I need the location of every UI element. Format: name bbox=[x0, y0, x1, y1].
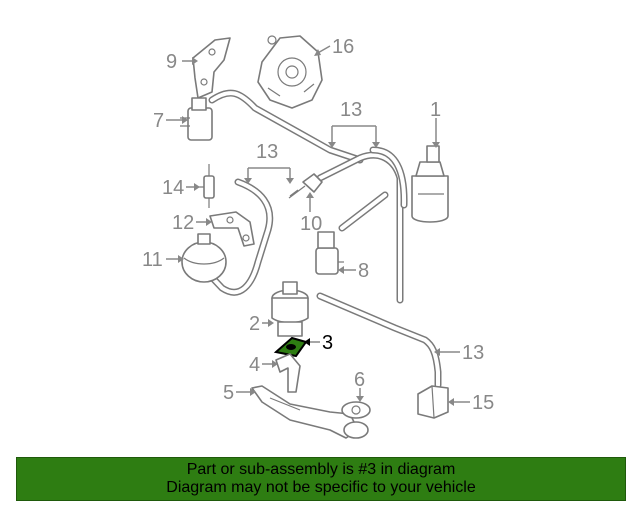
vacuum-hoses bbox=[201, 89, 442, 389]
callout-13-top: 13 bbox=[340, 99, 362, 121]
info-banner: Part or sub-assembly is #3 in diagram Di… bbox=[16, 457, 626, 501]
callout-3-highlighted: 3 bbox=[322, 332, 333, 354]
callout-16: 16 bbox=[332, 36, 354, 58]
charcoal-canister-part bbox=[411, 145, 449, 223]
callout-5: 5 bbox=[223, 382, 234, 404]
callout-13-bottom: 13 bbox=[462, 342, 484, 364]
callout-4: 4 bbox=[249, 354, 260, 376]
bracket-part bbox=[192, 37, 231, 99]
flange-gasket-part bbox=[341, 401, 371, 419]
gasket-part-highlighted bbox=[273, 336, 308, 358]
solenoid-valve-upper-part bbox=[180, 97, 213, 141]
callout-7: 7 bbox=[153, 110, 164, 132]
callout-10: 10 bbox=[300, 213, 322, 235]
vacuum-reservoir-part bbox=[181, 233, 227, 283]
egr-valve-part bbox=[271, 281, 309, 337]
callout-15: 15 bbox=[472, 392, 494, 414]
parts-diagram: 9 16 7 1 13 13 14 10 12 11 8 2 3 4 5 6 1… bbox=[142, 35, 494, 439]
callout-14: 14 bbox=[162, 177, 184, 199]
leader-arrowheads bbox=[178, 49, 454, 406]
callout-9: 9 bbox=[166, 51, 177, 73]
vacuum-pump-part bbox=[257, 35, 323, 109]
control-valve-part bbox=[417, 385, 449, 419]
egr-pipe-part bbox=[275, 353, 301, 393]
callout-13-middle: 13 bbox=[256, 141, 278, 163]
callout-2: 2 bbox=[249, 313, 260, 335]
mounting-bracket-part bbox=[209, 211, 255, 247]
callout-12: 12 bbox=[172, 212, 194, 234]
intake-pipe-part bbox=[251, 385, 369, 439]
tee-connector-part bbox=[198, 164, 215, 208]
check-valve-part bbox=[288, 173, 323, 199]
callout-11: 11 bbox=[142, 249, 163, 271]
banner-line-disclaimer: Diagram may not be specific to your vehi… bbox=[166, 479, 476, 496]
callout-8: 8 bbox=[358, 260, 369, 282]
banner-line-part-number: Part or sub-assembly is #3 in diagram bbox=[186, 461, 456, 478]
callout-labels: 9 16 7 1 13 13 14 10 12 11 8 2 3 4 5 6 1… bbox=[142, 36, 494, 414]
solenoid-valve-lower-part bbox=[315, 231, 344, 275]
callout-6: 6 bbox=[354, 369, 365, 391]
callout-1: 1 bbox=[430, 99, 441, 121]
